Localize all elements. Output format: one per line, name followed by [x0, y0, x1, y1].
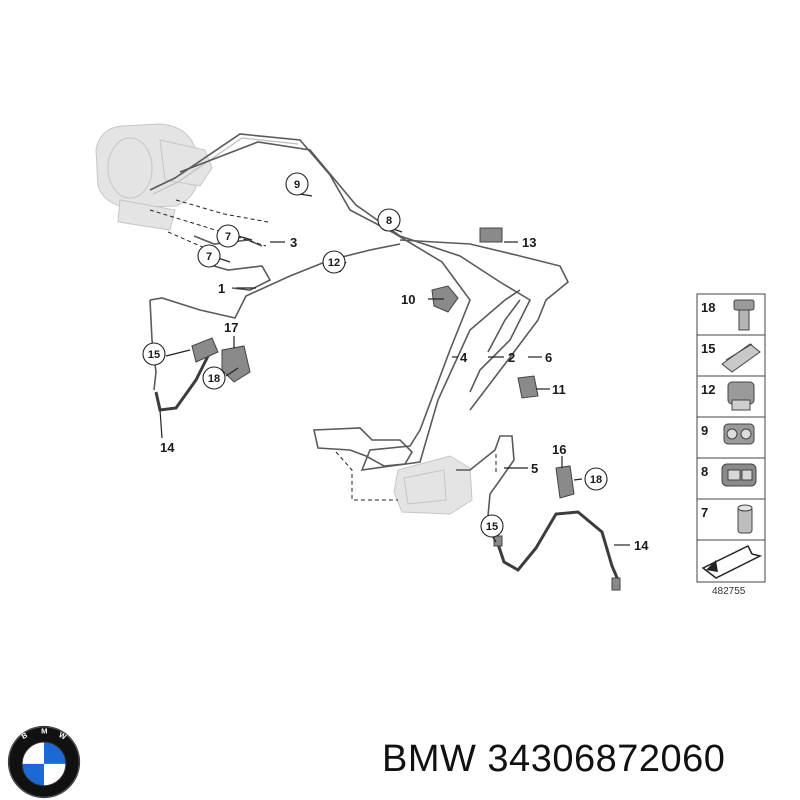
spring-clip-icon: [721, 343, 761, 373]
bmw-logo: B M W: [7, 725, 81, 799]
leader-lines: [159, 193, 630, 546]
label-14b: 14: [634, 538, 649, 553]
label-5: 5: [531, 461, 538, 476]
svg-text:W: W: [57, 730, 68, 742]
parts-legend-table: 18 15 12 9 8 7: [696, 293, 766, 583]
label-10: 10: [401, 292, 415, 307]
svg-text:7: 7: [206, 251, 212, 263]
label-11: 11: [552, 382, 566, 397]
label-13: 13: [522, 235, 536, 250]
pipe-clip-icon: [723, 423, 755, 445]
bolt-icon: [733, 299, 755, 331]
callout-18a: 18: [202, 366, 226, 390]
sleeve-icon: [737, 504, 753, 534]
dashed-guides: [149, 199, 497, 501]
label-16: 16: [552, 442, 566, 457]
part-10-bracket: [431, 285, 459, 313]
brake-hoses: [154, 347, 621, 591]
callout-8: 8: [377, 208, 401, 232]
legend-number-18: 18: [701, 300, 715, 315]
svg-text:9: 9: [294, 179, 300, 191]
callout-15b: 15: [480, 514, 504, 538]
svg-text:15: 15: [486, 521, 498, 533]
abs-unit-ghost: [393, 455, 473, 515]
label-14a: 14: [160, 440, 175, 455]
callout-7a: 7: [216, 224, 240, 248]
legend-number-12: 12: [701, 382, 715, 397]
label-17: 17: [224, 320, 238, 335]
callout-15a: 15: [142, 342, 166, 366]
pipe-clip-icon: [727, 381, 755, 411]
pipe-clip-icon: [721, 463, 757, 487]
svg-text:15: 15: [148, 349, 160, 361]
callout-7b: 7: [197, 244, 221, 268]
part-16-bracket: [555, 465, 575, 499]
brand-part-number-caption: BMW 34306872060: [382, 738, 726, 780]
label-2: 2: [508, 350, 515, 365]
brake-pipes: [149, 133, 570, 529]
svg-text:8: 8: [386, 215, 392, 227]
svg-text:18: 18: [208, 373, 220, 385]
part-17-bracket: [221, 345, 251, 383]
legend-number-8: 8: [701, 464, 708, 479]
callout-9: 9: [285, 172, 309, 196]
callout-12: 12: [322, 250, 346, 274]
legend-number-15: 15: [701, 341, 715, 356]
svg-text:7: 7: [225, 231, 231, 243]
callout-18b: 18: [584, 467, 608, 491]
legend-number-7: 7: [701, 505, 708, 520]
svg-text:M: M: [41, 727, 47, 736]
hose-bracket-left: [191, 337, 219, 363]
svg-text:12: 12: [328, 257, 340, 269]
brake-booster-ghost: [95, 123, 213, 231]
label-3: 3: [290, 235, 297, 250]
label-1: 1: [218, 281, 225, 296]
svg-text:18: 18: [590, 474, 602, 486]
part-11-bracket: [517, 375, 539, 399]
arrow-marker-icon: [701, 544, 763, 579]
part-13-pad: [479, 227, 503, 243]
legend-number-9: 9: [701, 423, 708, 438]
label-6: 6: [545, 350, 552, 365]
document-number: 482755: [712, 586, 746, 597]
svg-text:B: B: [20, 730, 30, 741]
label-4: 4: [460, 350, 468, 365]
